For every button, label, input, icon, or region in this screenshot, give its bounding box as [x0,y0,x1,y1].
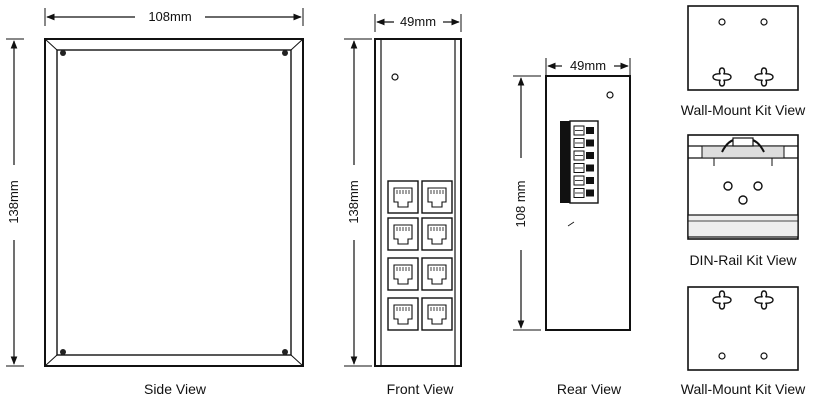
rj45-port-icon [421,257,453,291]
rear-height-label: 108 mm [513,181,528,228]
din-rail-caption: DIN-Rail Kit View [689,252,797,268]
mount-hole-icon [760,352,768,360]
screw-icon [60,349,66,355]
screw-icon [282,349,288,355]
wall-mount-kit-bottom: Wall-Mount Kit View [681,286,806,397]
wall-mount-kit-top: Wall-Mount Kit View [681,5,806,118]
screw-icon [282,50,288,56]
screw-icon [60,50,66,56]
front-view-caption: Front View [387,381,455,397]
front-width-dimension: 49mm [374,14,462,32]
terminal-pin [573,163,594,173]
mount-hole-icon [753,181,763,191]
wall-mount-bottom-caption: Wall-Mount Kit View [681,381,806,397]
mount-hole-icon [718,352,726,360]
wall-mount-top-caption: Wall-Mount Kit View [681,102,806,118]
rj45-port-icon [387,180,419,214]
side-height-label: 138mm [6,180,21,223]
side-view: 108mm 138mm Side View [6,8,304,397]
rear-view: 49mm 108 mm Rear View [513,58,631,397]
din-rail-kit: DIN-Rail Kit View [687,134,799,268]
rj45-port-group [387,180,453,331]
terminal-pin [573,188,594,198]
rj45-port-icon [387,257,419,291]
keyhole-slot-icon [712,290,732,310]
power-terminal-block [560,120,599,204]
rear-view-caption: Rear View [557,381,622,397]
side-panel-inner [56,49,292,356]
din-rail-bar [687,214,799,238]
rj45-port-icon [387,297,419,331]
ground-screw-icon [606,91,614,99]
side-width-dimension: 108mm [44,8,304,26]
front-height-dimension: 138mm [344,38,372,367]
wall-mount-plate [687,5,799,91]
rear-width-dimension: 49mm [545,58,631,76]
mount-hole-icon [723,181,733,191]
keyhole-slot-icon [754,290,774,310]
rj45-port-icon [421,217,453,251]
side-height-dimension: 138mm [6,38,24,367]
front-height-label: 138mm [346,180,361,223]
terminal-pin [573,175,594,186]
keyhole-slot-icon [754,67,774,87]
side-width-label: 108mm [148,9,191,24]
terminal-pin [573,150,594,161]
rj45-port-icon [421,180,453,214]
terminal-pins [573,125,594,198]
rear-height-dimension: 108 mm [513,75,541,331]
terminal-pin [573,138,594,148]
front-view: 49mm 138mm Front View [344,14,462,397]
side-panel-outer [44,38,304,367]
front-width-label: 49mm [400,14,436,29]
side-view-caption: Side View [144,381,207,397]
terminal-pin [573,125,594,136]
rear-width-label: 49mm [570,58,606,73]
mount-hole-icon [738,195,748,205]
wall-mount-plate [687,286,799,371]
mount-hole-icon [718,18,726,26]
rj45-port-icon [421,297,453,331]
keyhole-slot-icon [712,67,732,87]
rj45-port-icon [387,217,419,251]
mount-hole-icon [760,18,768,26]
led-indicator [391,73,399,81]
